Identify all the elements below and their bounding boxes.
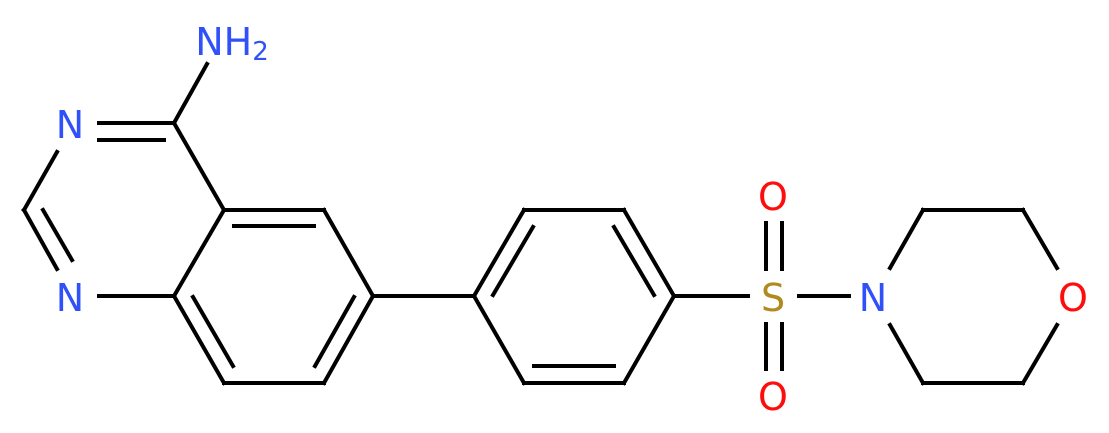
bond-c4a-c8a — [171, 207, 227, 299]
atom-morpholine-o: O — [1058, 276, 1088, 320]
bond-mo-c5 — [1020, 322, 1060, 386]
atom-morpholine-n: N — [859, 276, 887, 320]
bond-c2-n1 — [21, 207, 60, 272]
bond-ph-3-4 — [621, 207, 677, 299]
bond-mn-c2 — [887, 207, 926, 271]
atom-amine-n: NH2 — [195, 20, 269, 67]
atom-sulfonyl-o-bottom: O — [758, 375, 788, 419]
bond-c6-c7 — [321, 293, 376, 386]
bonds — [21, 61, 1060, 386]
bond-ph-6-1 — [471, 293, 527, 386]
bond-ph-1-2 — [471, 207, 527, 299]
bond-c2-n1-inner — [40, 207, 75, 263]
atom-sulfonyl-o-top: O — [758, 175, 788, 219]
bond-ph-3-4-inner — [611, 224, 657, 298]
atom-n1: N — [56, 276, 84, 320]
atom-labels: NH2 N N S O O N O — [56, 20, 1088, 419]
atom-sulfur: S — [761, 276, 785, 320]
bond-c4-nh2 — [171, 61, 210, 126]
bond-c8-c8a-inner — [190, 294, 236, 369]
bond-c3-mo — [1020, 207, 1060, 271]
bond-n3-c2 — [21, 149, 60, 213]
bond-c4-c4a — [171, 120, 227, 213]
bond-c5-c6 — [321, 207, 376, 299]
bond-c6-c7-inner — [312, 294, 357, 369]
bond-ph-4-5 — [621, 293, 677, 386]
bond-c6-mn — [887, 322, 926, 386]
bond-ph-1-2-inner — [490, 224, 536, 298]
atom-n3: N — [56, 103, 84, 147]
bond-c8-c8a — [171, 293, 227, 386]
